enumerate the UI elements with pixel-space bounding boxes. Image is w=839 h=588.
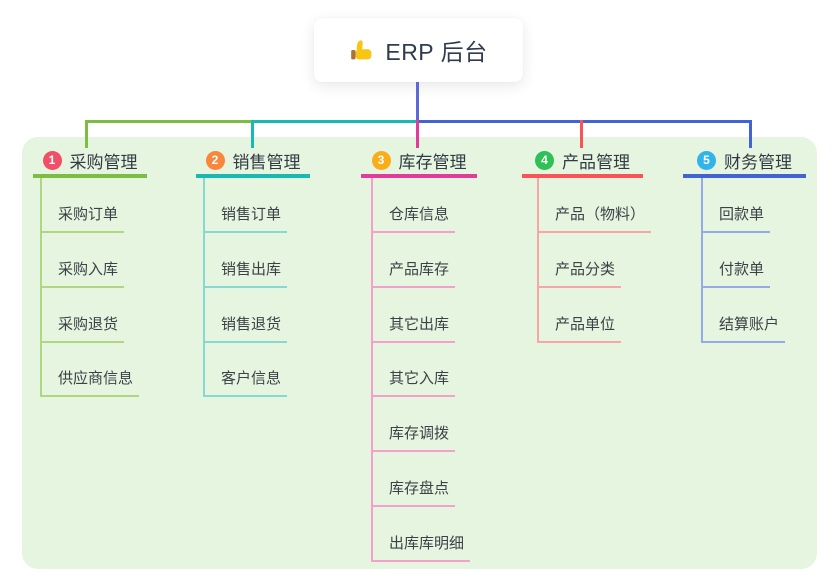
branch-children-trunk <box>701 178 703 343</box>
child-label: 其它出库 <box>389 315 450 333</box>
thumbs-up-icon <box>351 40 372 60</box>
child-node[interactable]: 产品（物料） <box>537 205 652 233</box>
child-node[interactable]: 库存调拨 <box>371 424 456 453</box>
branch-children-trunk <box>537 178 539 343</box>
child-node[interactable]: 付款单 <box>701 260 771 288</box>
child-label: 结算账户 <box>719 315 780 333</box>
child-label: 付款单 <box>719 260 765 278</box>
child-label: 采购入库 <box>58 260 119 278</box>
branch-connector-drop <box>580 120 583 148</box>
branch-number-badge: 4 <box>535 151 554 170</box>
branch-connector-horizontal <box>85 120 253 123</box>
branch-number-badge: 2 <box>205 151 225 170</box>
branch-connector-drop <box>416 120 419 148</box>
child-node[interactable]: 客户信息 <box>203 369 288 398</box>
branch-number-badge: 1 <box>42 151 62 170</box>
child-node[interactable]: 出库库明细 <box>371 534 471 562</box>
branch-node-5[interactable]: 5 财务管理 <box>683 147 806 178</box>
child-label: 产品分类 <box>555 260 616 278</box>
branch-node-2[interactable]: 2 销售管理 <box>196 147 310 178</box>
child-node[interactable]: 产品单位 <box>537 315 622 343</box>
child-node[interactable]: 销售出库 <box>203 260 288 288</box>
mindmap-background-panel <box>22 137 817 569</box>
child-node[interactable]: 供应商信息 <box>40 369 140 398</box>
child-label: 出库库明细 <box>389 534 465 552</box>
child-label: 销售出库 <box>221 260 282 278</box>
child-node[interactable]: 销售订单 <box>203 205 288 233</box>
child-label: 库存调拨 <box>389 425 450 443</box>
child-label: 客户信息 <box>221 370 282 388</box>
child-node[interactable]: 采购订单 <box>40 205 125 233</box>
branch-connector-drop <box>749 120 752 148</box>
child-node[interactable]: 结算账户 <box>701 315 786 343</box>
child-label: 供应商信息 <box>58 370 134 388</box>
child-label: 产品库存 <box>389 260 450 278</box>
child-node[interactable]: 采购入库 <box>40 260 125 288</box>
branch-label: 产品管理 <box>562 153 630 172</box>
branch-connector-horizontal <box>251 120 418 123</box>
branch-label: 采购管理 <box>69 153 138 172</box>
child-node[interactable]: 其它入库 <box>371 369 456 398</box>
branch-number-badge: 3 <box>371 151 391 170</box>
child-label: 产品（物料） <box>555 206 646 223</box>
child-node[interactable]: 库存盘点 <box>371 479 456 507</box>
branch-connector-drop <box>85 120 88 148</box>
child-label: 销售订单 <box>221 206 282 223</box>
branch-connector-drop <box>251 120 254 148</box>
child-node[interactable]: 回款单 <box>701 205 771 233</box>
child-node[interactable]: 销售退货 <box>203 315 288 343</box>
root-title: ERP 后台 <box>385 39 488 65</box>
child-label: 仓库信息 <box>389 206 450 223</box>
branch-label: 财务管理 <box>724 153 792 172</box>
child-node[interactable]: 产品库存 <box>371 260 456 288</box>
root-node[interactable]: ERP 后台 <box>314 18 523 82</box>
child-label: 销售退货 <box>221 315 282 333</box>
branch-node-4[interactable]: 4 产品管理 <box>522 147 643 178</box>
child-label: 库存盘点 <box>389 480 450 497</box>
branch-label: 库存管理 <box>398 153 467 172</box>
child-node[interactable]: 仓库信息 <box>371 205 456 233</box>
branch-node-3[interactable]: 3 库存管理 <box>361 147 477 178</box>
child-node[interactable]: 产品分类 <box>537 260 622 288</box>
child-label: 回款单 <box>719 206 765 223</box>
child-label: 采购退货 <box>58 315 119 333</box>
branch-node-1[interactable]: 1 采购管理 <box>33 147 147 178</box>
child-node[interactable]: 其它出库 <box>371 315 456 343</box>
child-label: 产品单位 <box>555 315 616 333</box>
child-label: 采购订单 <box>58 206 119 223</box>
child-node[interactable]: 采购退货 <box>40 315 125 343</box>
child-label: 其它入库 <box>389 370 450 388</box>
branch-label: 销售管理 <box>232 153 301 172</box>
branch-number-badge: 5 <box>697 151 716 170</box>
root-connector-line <box>416 82 419 123</box>
branch-children-trunk <box>371 178 373 562</box>
branch-connector-horizontal <box>416 120 752 123</box>
